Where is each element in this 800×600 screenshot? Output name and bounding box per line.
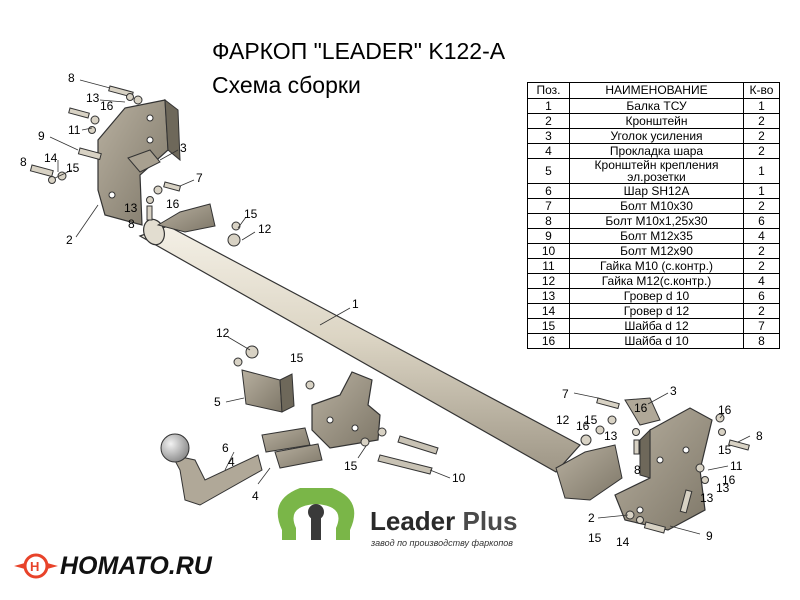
table-cell-quantity: 8 [743, 333, 780, 349]
table-cell-quantity: 6 [743, 288, 780, 304]
callout-16: 16 [576, 419, 590, 433]
tow-ball-omega-logo-icon [277, 488, 355, 540]
callout-5: 5 [214, 395, 221, 409]
callout-2: 2 [588, 511, 595, 525]
callout-15: 15 [718, 443, 732, 457]
callout-13: 13 [86, 91, 100, 105]
callout-11: 11 [730, 459, 743, 473]
table-cell-name: Шайба d 10 [569, 333, 744, 349]
callout-6: 6 [222, 441, 229, 455]
callout-16: 16 [166, 197, 180, 211]
brand-name: Leader Plus [370, 506, 517, 537]
svg-text:H: H [30, 559, 39, 574]
callout-8: 8 [756, 429, 763, 443]
table-cell-name: Болт М10х1,25х30 [569, 213, 744, 229]
long-bolts-part [377, 435, 439, 475]
brand-name-leader: Leader [370, 506, 456, 536]
callout-10: 10 [452, 471, 466, 485]
callout-8: 8 [20, 155, 27, 169]
table-cell-name: Кронштейн [569, 113, 744, 129]
callout-12: 12 [216, 326, 230, 340]
callout-13: 13 [124, 201, 138, 215]
callout-3: 3 [180, 141, 187, 155]
left-bracket-part [97, 98, 181, 226]
callout-14: 14 [44, 151, 58, 165]
callout-14: 14 [616, 535, 630, 549]
callout-8: 8 [128, 217, 135, 231]
callout-13: 13 [716, 481, 730, 495]
site-logo-text: HOMATO.RU [60, 552, 212, 581]
callout-3: 3 [670, 384, 677, 398]
table-cell-name: Болт М12х35 [569, 228, 744, 244]
callout-15: 15 [584, 413, 598, 427]
callout-15: 15 [66, 161, 80, 175]
callout-16: 16 [722, 473, 736, 487]
callout-numbers: 1 2 2 3 3 4 4 5 6 7 7 8 8 8 8 8 9 9 10 1… [20, 71, 763, 549]
callout-15: 15 [244, 207, 258, 221]
callout-12: 12 [258, 222, 272, 236]
winged-h-logo-icon: H [14, 553, 58, 579]
callout-7: 7 [562, 387, 569, 401]
callout-16: 16 [100, 99, 114, 113]
brand-tagline: завод по производству фаркопов [371, 538, 513, 548]
callout-8: 8 [634, 463, 641, 477]
callout-8: 8 [68, 71, 75, 85]
callout-16: 16 [718, 403, 732, 417]
beam-part [138, 203, 581, 473]
table-cell-position: 16 [527, 333, 570, 349]
table-header-cell: Поз. [527, 82, 570, 99]
site-name: HOMATO.RU [60, 552, 212, 580]
callout-13: 13 [604, 429, 618, 443]
leader-lines [49, 79, 751, 535]
diagram-subtitle: Схема сборки [212, 72, 361, 98]
table-cell-name: Кронштейн крепления эл.розетки [569, 158, 744, 184]
tow-ball-part [160, 433, 263, 506]
brand-name-plus: Plus [462, 506, 518, 536]
callout-12: 12 [556, 413, 570, 427]
callout-4: 4 [228, 455, 235, 469]
callout-9: 9 [38, 129, 45, 143]
table-cell-name: Прокладка шара [569, 143, 744, 159]
callout-15: 15 [344, 459, 358, 473]
callout-16: 16 [634, 401, 648, 415]
callout-4: 4 [252, 489, 259, 503]
callout-15: 15 [588, 531, 602, 545]
socket-bracket-part [241, 369, 295, 413]
callout-11: 11 [68, 123, 81, 137]
beam-end-plate [555, 444, 623, 501]
fastener-hardware [29, 85, 750, 534]
ball-shim-parts [261, 427, 323, 469]
callout-7: 7 [196, 171, 203, 185]
callout-15: 15 [290, 351, 304, 365]
callout-1: 1 [352, 297, 359, 311]
callout-13: 13 [700, 491, 714, 505]
callout-9: 9 [706, 529, 713, 543]
table-cell-quantity: 1 [743, 158, 780, 184]
callout-2: 2 [66, 233, 73, 247]
ball-mount-plates [311, 371, 381, 449]
diagram-title: ФАРКОП "LEADER" K122-A [212, 38, 506, 64]
